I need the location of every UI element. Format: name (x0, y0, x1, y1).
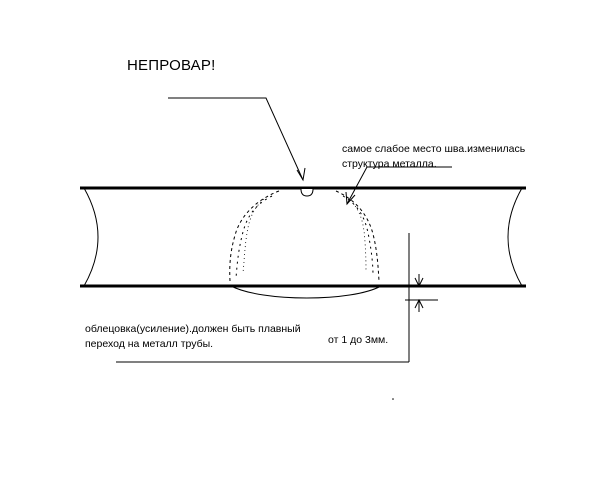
lack-of-fusion-pointer (168, 97, 306, 182)
reinforcement-line-1: облецовка(усиление).должен быть плавный (85, 323, 301, 335)
weak-spot-line-2: структура металла. (342, 158, 437, 170)
reinforcement-note: облецовка(усиление).должен быть плавный … (85, 322, 301, 352)
weak-spot-line-1: самое слабое место шва.изменилась (342, 143, 526, 155)
heat-affected-zone-left (229, 190, 280, 282)
pipe-right-break (507, 187, 523, 287)
weld-reinforcement (230, 285, 382, 299)
reinforcement-dimension (116, 233, 438, 363)
lack-of-fusion-title: НЕПРОВАР! (127, 57, 216, 74)
stray-dot (392, 398, 394, 400)
weak-spot-pointer (345, 166, 452, 206)
lack-of-fusion-defect (300, 188, 314, 197)
dimension-note: от 1 до 3мм. (328, 334, 389, 346)
weak-spot-note: самое слабое место шва.изменилась структ… (342, 142, 525, 172)
reinforcement-line-2: переход на металл трубы. (85, 338, 214, 350)
heat-affected-zone-right (335, 190, 380, 282)
pipe-left-break (83, 187, 99, 287)
